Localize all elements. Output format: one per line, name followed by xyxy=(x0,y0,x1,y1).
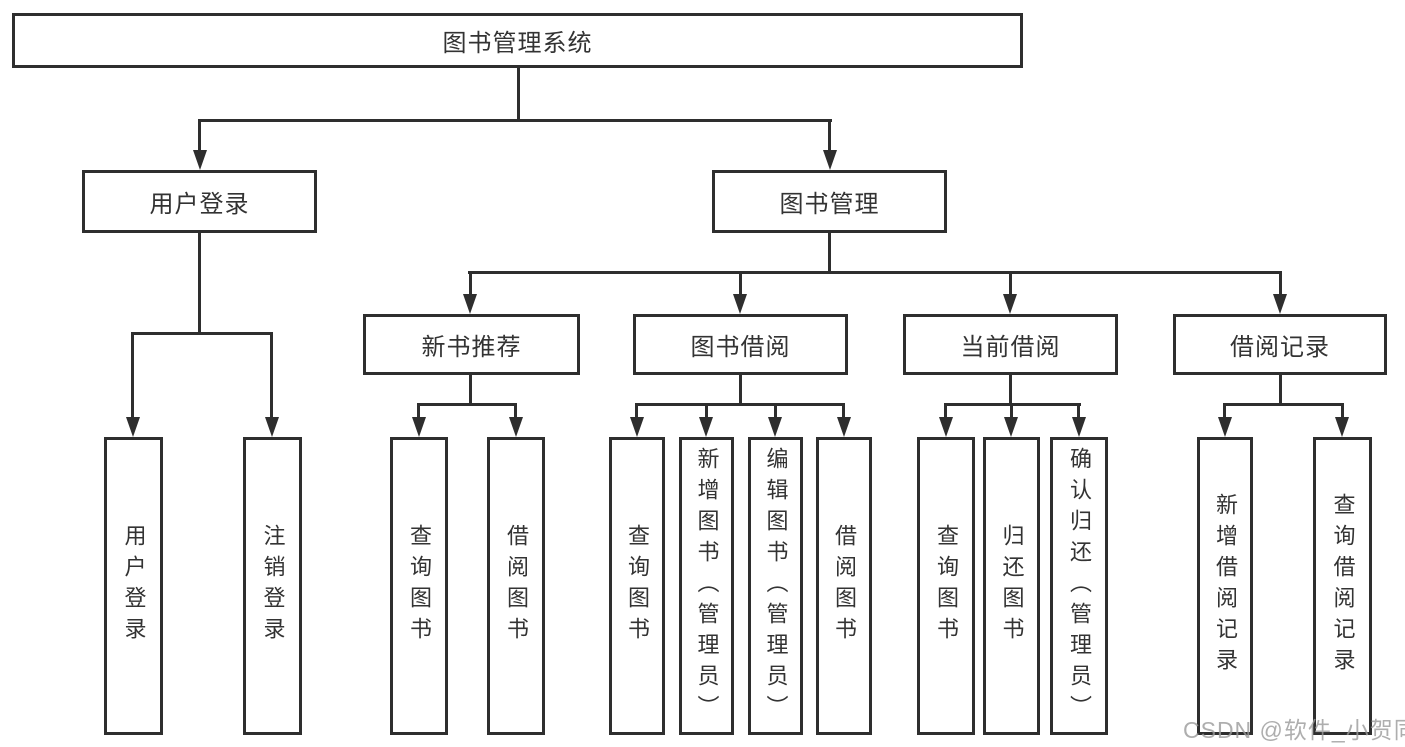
connector-line xyxy=(270,334,273,418)
leaf-query-books-borrowing: 查询图书 xyxy=(609,437,665,735)
arrow-down-icon xyxy=(126,417,140,437)
node-label: 借阅图书 xyxy=(504,524,529,648)
node-label: 图书管理系统 xyxy=(442,30,593,57)
connector-line xyxy=(198,121,201,152)
node-root-system: 图书管理系统 xyxy=(12,13,1023,68)
arrow-down-icon xyxy=(939,417,953,437)
node-label: 新增图书（管理员） xyxy=(694,446,720,726)
connector-line xyxy=(739,375,742,405)
leaf-edit-book-admin: 编辑图书（管理员） xyxy=(748,437,803,735)
connector-line xyxy=(944,403,1081,406)
node-label: 借阅图书 xyxy=(832,524,857,648)
leaf-query-books-recommend: 查询图书 xyxy=(390,437,448,735)
connector-line xyxy=(1279,273,1282,296)
arrow-down-icon xyxy=(1218,417,1232,437)
connector-line xyxy=(131,332,273,335)
connector-line xyxy=(828,121,831,152)
arrow-down-icon xyxy=(412,417,426,437)
arrow-down-icon xyxy=(733,294,747,314)
connector-line xyxy=(705,406,708,418)
connector-line xyxy=(514,406,517,418)
connector-line xyxy=(774,406,777,418)
connector-line xyxy=(468,271,1282,274)
node-user-login: 用户登录 xyxy=(82,170,317,233)
arrow-down-icon xyxy=(1335,417,1349,437)
connector-line xyxy=(739,273,742,296)
connector-line xyxy=(198,233,201,334)
connector-line xyxy=(417,406,420,418)
connector-line xyxy=(131,334,134,418)
node-book-management: 图书管理 xyxy=(712,170,947,233)
connector-line xyxy=(1077,406,1080,418)
leaf-borrow-books-borrowing: 借阅图书 xyxy=(816,437,872,735)
connector-line xyxy=(1009,375,1012,405)
connector-line xyxy=(198,119,832,122)
node-label: 注销登录 xyxy=(260,524,286,648)
node-label: 查询图书 xyxy=(407,524,432,648)
arrow-down-icon xyxy=(630,417,644,437)
arrow-down-icon xyxy=(1004,417,1018,437)
arrow-down-icon xyxy=(1003,294,1017,314)
node-label: 新书推荐 xyxy=(421,334,522,361)
node-label: 图书借阅 xyxy=(690,334,791,361)
node-label: 查询图书 xyxy=(625,524,650,648)
leaf-borrow-books-recommend: 借阅图书 xyxy=(487,437,545,735)
node-label: 图书管理 xyxy=(779,191,880,218)
watermark: CSDN @软件_小贺同学 xyxy=(1183,717,1405,743)
arrow-down-icon xyxy=(265,417,279,437)
connector-line xyxy=(417,403,517,406)
leaf-return-books: 归还图书 xyxy=(983,437,1040,735)
leaf-confirm-return-admin: 确认归还（管理员） xyxy=(1050,437,1108,735)
node-label: 查询借阅记录 xyxy=(1330,493,1356,679)
node-label: 确认归还（管理员） xyxy=(1067,446,1092,726)
arrow-down-icon xyxy=(699,417,713,437)
connector-line xyxy=(635,403,845,406)
connector-line xyxy=(1009,273,1012,296)
connector-line xyxy=(944,406,947,418)
connector-line xyxy=(1279,375,1282,405)
connector-line xyxy=(1223,406,1226,418)
connector-line xyxy=(828,233,831,273)
leaf-add-book-admin: 新增图书（管理员） xyxy=(679,437,734,735)
arrow-down-icon xyxy=(509,417,523,437)
leaf-query-books-current: 查询图书 xyxy=(917,437,975,735)
arrow-down-icon xyxy=(1072,417,1086,437)
connector-line xyxy=(469,273,472,296)
connector-line xyxy=(1010,406,1013,418)
connector-line xyxy=(517,66,520,121)
arrow-down-icon xyxy=(837,417,851,437)
connector-line xyxy=(842,406,845,418)
node-book-borrowing: 图书借阅 xyxy=(633,314,848,375)
node-label: 编辑图书（管理员） xyxy=(763,446,789,726)
arrow-down-icon xyxy=(1273,294,1287,314)
arrow-down-icon xyxy=(463,294,477,314)
connector-line xyxy=(1341,406,1344,418)
node-label: 借阅记录 xyxy=(1230,334,1330,361)
leaf-query-borrow-record: 查询借阅记录 xyxy=(1313,437,1372,735)
node-label: 查询图书 xyxy=(934,524,959,648)
node-current-borrowing: 当前借阅 xyxy=(903,314,1118,375)
connector-line xyxy=(469,375,472,405)
node-label: 归还图书 xyxy=(999,524,1025,648)
leaf-user-login: 用户登录 xyxy=(104,437,163,735)
connector-line xyxy=(1223,403,1344,406)
node-label: 用户登录 xyxy=(121,524,147,648)
arrow-down-icon xyxy=(823,150,837,170)
node-label: 新增借阅记录 xyxy=(1213,493,1238,679)
node-label: 用户登录 xyxy=(149,191,250,218)
arrow-down-icon xyxy=(768,417,782,437)
leaf-add-borrow-record: 新增借阅记录 xyxy=(1197,437,1253,735)
node-label: 当前借阅 xyxy=(960,334,1061,361)
leaf-logout: 注销登录 xyxy=(243,437,302,735)
node-new-book-recommend: 新书推荐 xyxy=(363,314,580,375)
connector-line xyxy=(635,406,638,418)
node-borrowing-records: 借阅记录 xyxy=(1173,314,1387,375)
arrow-down-icon xyxy=(193,150,207,170)
